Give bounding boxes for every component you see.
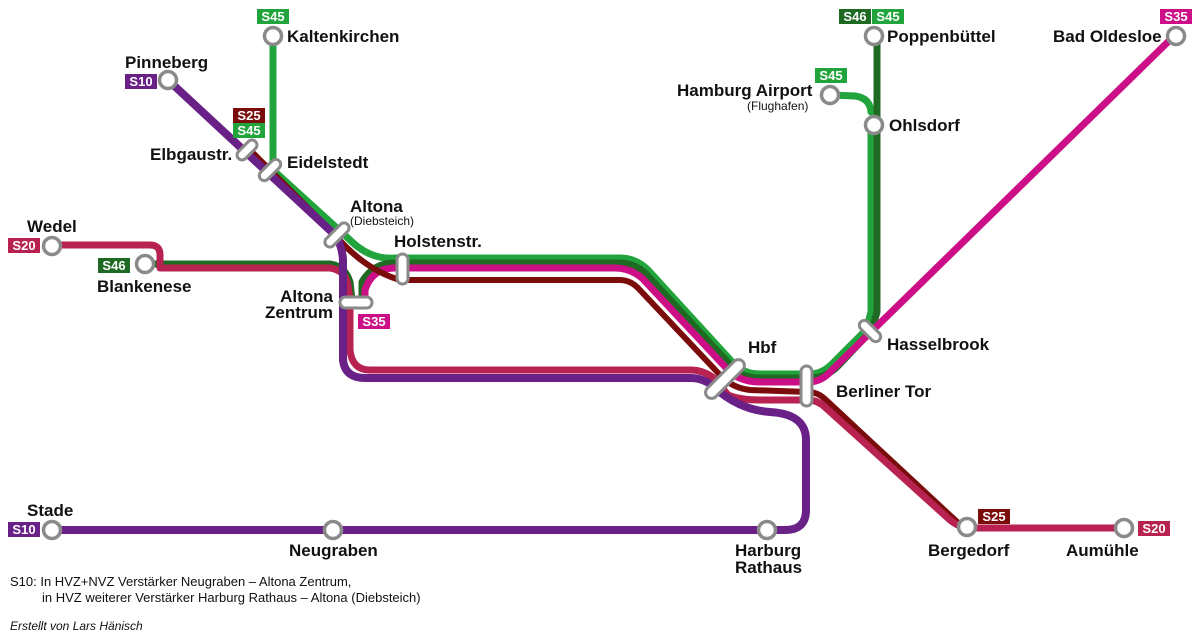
badge-poppenbuettel-s45: S45 <box>872 9 904 24</box>
station-marker-pinneberg[interactable] <box>157 69 179 91</box>
label-hbf: Hbf <box>748 338 777 357</box>
badge-altona-zentrum-s35: S35 <box>358 314 390 329</box>
station-marker-neugraben[interactable] <box>322 519 344 541</box>
line-badges: S45 S10 S46 S45 S35 S45 S25 S45 <box>8 9 1192 537</box>
station-marker-bad-oldesloe[interactable] <box>1165 25 1187 47</box>
label-ohlsdorf: Ohlsdorf <box>889 116 960 135</box>
label-holstenstr: Holstenstr. <box>394 232 482 251</box>
credit-text: Erstellt von Lars Hänisch <box>10 619 143 633</box>
label-harburg-rathaus-1: Harburg <box>735 541 801 560</box>
station-marker-hamburg-airport[interactable] <box>819 84 841 106</box>
station-marker-poppenbuettel[interactable] <box>863 25 885 47</box>
badge-wedel-s20: S20 <box>8 238 40 253</box>
svg-text:S20: S20 <box>12 238 35 253</box>
svg-text:S10: S10 <box>12 522 35 537</box>
badge-stade-s10: S10 <box>8 522 40 537</box>
label-aumuehle: Aumühle <box>1066 541 1139 560</box>
svg-text:S45: S45 <box>261 9 284 24</box>
badge-bergedorf-s25: S25 <box>978 509 1010 524</box>
svg-text:S45: S45 <box>819 68 842 83</box>
label-altona-diebsteich-sub: (Diebsteich) <box>350 214 414 228</box>
label-bad-oldesloe: Bad Oldesloe <box>1053 27 1162 46</box>
label-blankenese: Blankenese <box>97 277 192 296</box>
station-marker-altona-diebsteich[interactable] <box>323 221 351 249</box>
badge-blankenese-s46: S46 <box>98 258 130 273</box>
route-lines <box>46 32 1178 534</box>
badge-pinneberg-s10: S10 <box>125 74 157 89</box>
label-kaltenkirchen: Kaltenkirchen <box>287 27 399 46</box>
badge-poppenbuettel-s46: S46 <box>839 9 871 24</box>
svg-text:S20: S20 <box>1142 521 1165 536</box>
label-hamburg-airport: Hamburg Airport <box>677 81 813 100</box>
station-marker-aumuehle[interactable] <box>1113 517 1135 539</box>
svg-text:S25: S25 <box>982 509 1005 524</box>
label-pinneberg: Pinneberg <box>125 53 208 72</box>
badge-aumuehle-s20: S20 <box>1138 521 1170 536</box>
station-marker-hbf[interactable] <box>703 357 747 401</box>
station-marker-bergedorf[interactable] <box>956 516 978 538</box>
label-hasselbrook: Hasselbrook <box>887 335 990 354</box>
station-labels: Kaltenkirchen Pinneberg Poppenbüttel Bad… <box>27 27 1162 577</box>
svg-text:S46: S46 <box>102 258 125 273</box>
station-marker-hasselbrook[interactable] <box>857 318 883 344</box>
station-marker-ohlsdorf[interactable] <box>863 114 885 136</box>
label-eidelstedt: Eidelstedt <box>287 153 369 172</box>
svg-text:S10: S10 <box>129 74 152 89</box>
footnote-line-2: in HVZ weiterer Verstärker Harburg Ratha… <box>42 590 421 605</box>
line-s20 <box>46 241 1129 532</box>
footnotes: S10: In HVZ+NVZ Verstärker Neugraben – A… <box>10 574 421 633</box>
badge-kaltenkirchen-s45: S45 <box>257 9 289 24</box>
svg-text:S45: S45 <box>237 123 260 138</box>
svg-text:S46: S46 <box>843 9 866 24</box>
svg-text:S25: S25 <box>237 108 260 123</box>
label-neugraben: Neugraben <box>289 541 378 560</box>
badge-elbgau-s45: S45 <box>233 123 265 138</box>
label-altona-zentrum-1: Altona <box>280 287 333 306</box>
station-marker-elbgaustr[interactable] <box>235 138 259 162</box>
label-harburg-rathaus-2: Rathaus <box>735 558 802 577</box>
label-berliner-tor: Berliner Tor <box>836 382 931 401</box>
station-marker-eidelstedt[interactable] <box>257 157 283 183</box>
station-marker-berliner-tor[interactable] <box>799 364 814 408</box>
station-marker-altona-zentrum[interactable] <box>338 295 374 310</box>
label-altona-zentrum-2: Zentrum <box>265 303 333 322</box>
badge-airport-s45: S45 <box>815 68 847 83</box>
station-marker-kaltenkirchen[interactable] <box>262 25 284 47</box>
station-marker-holstenstr[interactable] <box>395 252 410 286</box>
footnote-line-1: S10: In HVZ+NVZ Verstärker Neugraben – A… <box>10 574 351 589</box>
svg-text:S45: S45 <box>876 9 899 24</box>
label-poppenbuettel: Poppenbüttel <box>887 27 996 46</box>
line-s45-airport <box>826 91 875 116</box>
badge-elbgau-s25: S25 <box>233 108 265 123</box>
station-marker-stade[interactable] <box>41 519 63 541</box>
label-elbgaustr: Elbgaustr. <box>150 145 232 164</box>
label-wedel: Wedel <box>27 217 77 236</box>
label-bergedorf: Bergedorf <box>928 541 1010 560</box>
label-hamburg-airport-sub: (Flughafen) <box>747 99 808 113</box>
svg-text:S35: S35 <box>1164 9 1187 24</box>
stations <box>41 25 1187 541</box>
badge-bad-oldesloe-s35: S35 <box>1160 9 1192 24</box>
station-marker-harburg-rathaus[interactable] <box>756 519 778 541</box>
label-altona-diebsteich: Altona <box>350 197 403 216</box>
svg-text:S35: S35 <box>362 314 385 329</box>
station-marker-wedel[interactable] <box>41 235 63 257</box>
label-stade: Stade <box>27 501 73 520</box>
station-marker-blankenese[interactable] <box>134 253 156 275</box>
